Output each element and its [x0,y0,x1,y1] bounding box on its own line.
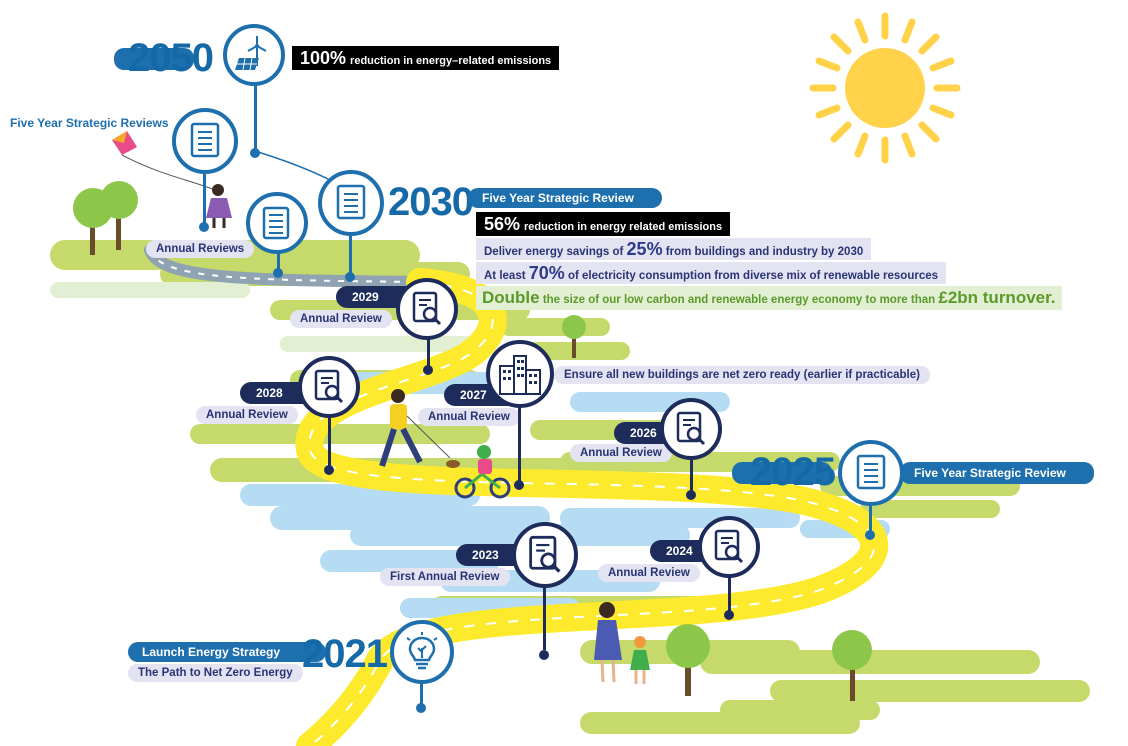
annual-review-2024-label: Annual Review [598,564,700,582]
milestone-2026-circle [660,398,722,460]
tree [666,624,710,696]
stem-2024 [728,576,731,614]
target-2030-economy: Double the size of our low carbon and re… [476,286,1062,310]
milestone-dot-2024 [724,610,734,620]
year-2025: 2025 [750,450,836,494]
title-2030: Five Year Strategic Review [468,188,662,208]
tree [100,181,138,250]
document-search-icon [714,529,744,564]
stem-2050 [254,80,257,150]
stem-2026 [690,458,693,494]
milestone-dot-2027 [514,480,524,490]
milestone-2027-circle [486,340,554,408]
milestone-2029-circle [396,278,458,340]
annual-review-2026-label: Annual Review [570,444,672,462]
year-2030: 2030 [388,180,474,224]
annual-review-2027-label: Annual Review [418,408,520,426]
milestone-dot-2029 [423,365,433,375]
title-2025: Five Year Strategic Review [900,462,1094,484]
target-2030-emissions: 56%reduction in energy related emissions [476,212,731,236]
stem-2027 [518,406,521,484]
annual-review-legend-circle [246,192,308,254]
annual-reviews-label: Annual Reviews [146,240,255,258]
target-2030-energy-savings: Deliver energy savings of 25% from build… [476,238,872,260]
milestone-2024-circle [698,516,760,578]
target-2050: 100%reduction in energy–related emission… [292,46,560,70]
checklist-icon [262,206,290,240]
person-figure [206,184,232,228]
five-year-review-legend-circle [172,108,238,174]
lightbulb-icon [406,632,438,670]
milestone-2021-circle [390,620,454,684]
milestone-2023-circle [512,522,578,588]
kite-icon [112,131,216,191]
stem-2029 [427,338,430,368]
title-2021: Launch Energy Strategy [128,642,326,662]
document-search-icon [676,411,706,446]
milestone-dot-2028 [324,465,334,475]
stem-2025 [869,504,872,532]
stem-five-year-legend [203,172,206,224]
tree [562,315,586,358]
document-search-icon [412,291,442,326]
subtitle-2021: The Path to Net Zero Energy [128,664,303,682]
person-figure [594,602,650,684]
year-2050: 2050 [128,36,214,80]
stem-2028 [328,416,331,468]
stem-annual-legend [277,252,280,272]
person-figure [454,445,511,499]
milestone-dot-2030 [345,272,355,282]
five-year-reviews-label: Five Year Strategic Reviews [10,116,169,130]
legend-dot-five-year [199,222,209,232]
annual-review-2028-label: Annual Review [196,406,298,424]
milestone-dot-2025 [865,530,875,540]
sun-icon [809,12,961,164]
milestone-dot-2026 [686,490,696,500]
checklist-icon [190,122,220,158]
year-2025-bar [732,462,832,484]
buildings-icon [499,355,541,395]
milestone-2028-circle [298,356,360,418]
annual-review-2029-label: Annual Review [290,310,392,328]
document-search-icon [529,535,561,573]
wind-solar-icon [235,36,267,71]
year-2021: 2021 [302,632,388,676]
milestone-2030-circle [318,170,384,236]
checklist-icon [336,184,366,220]
person-figure [379,389,460,468]
tree [832,630,872,701]
milestone-dot-2050 [250,148,260,158]
first-annual-review-2023-label: First Annual Review [380,568,510,586]
milestone-2025-circle [838,440,904,506]
note-2027-buildings: Ensure all new buildings are net zero re… [554,366,930,384]
stem-2030 [349,234,352,276]
milestone-2050-circle [223,24,285,86]
checklist-icon [856,454,886,490]
milestone-dot-2023 [539,650,549,660]
year-2050-bar [114,48,194,70]
document-search-icon [314,369,344,404]
target-2030-renewables: At least 70% of electricity consumption … [476,262,947,284]
stem-2021 [420,682,423,706]
stem-2023 [543,586,546,650]
milestone-dot-2021 [416,703,426,713]
legend-dot-annual [273,268,283,278]
